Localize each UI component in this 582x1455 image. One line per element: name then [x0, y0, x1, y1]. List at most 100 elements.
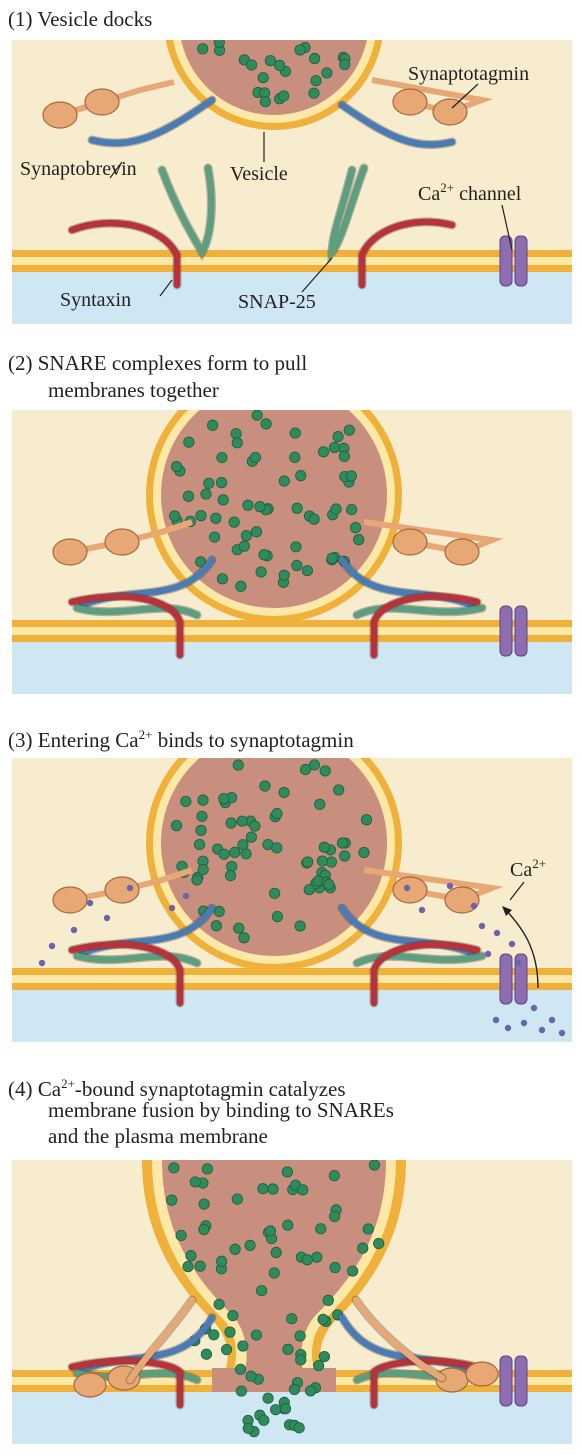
- snap25-right: [353, 952, 486, 967]
- panel1-title: (1) Vesicle docks: [8, 7, 153, 31]
- neurotransmitter-dot: [278, 90, 290, 102]
- neurotransmitter-dot: [271, 911, 283, 923]
- calcium-ion: [478, 922, 486, 930]
- neurotransmitter-dot: [238, 540, 250, 552]
- neurotransmitter-dot: [278, 569, 290, 581]
- neurotransmitter-dot: [347, 1265, 359, 1277]
- neurotransmitter-dot: [193, 838, 206, 851]
- neurotransmitter-dot: [215, 477, 228, 489]
- neurotransmitter-dot: [358, 846, 370, 859]
- calcium-ion: [484, 950, 492, 958]
- neurotransmitter-dot: [299, 763, 312, 776]
- panel4-diagram: [12, 1160, 572, 1444]
- synaptotagmin-right-c2-domain: [444, 886, 480, 914]
- neurotransmitter-dot: [338, 450, 351, 463]
- neurotransmitter-dot: [291, 559, 303, 572]
- calcium-ion: [126, 884, 134, 892]
- syntaxin-right: [370, 1357, 481, 1409]
- neurotransmitter-dot: [314, 798, 326, 810]
- neurotransmitter-dot: [216, 1255, 228, 1267]
- neurotransmitter-dot: [313, 1359, 325, 1372]
- neurotransmitter-dot: [197, 794, 209, 806]
- neurotransmitter-dot: [195, 556, 207, 568]
- ca-channel: [499, 953, 528, 1005]
- panel4-title-line3: and the plasma membrane: [48, 1124, 268, 1148]
- neurotransmitter-dot: [250, 526, 263, 538]
- calcium-ion: [520, 1019, 528, 1027]
- neurotransmitter-dot: [308, 513, 320, 525]
- neurotransmitter-dot: [218, 793, 230, 805]
- neurotransmitter-dot: [250, 1329, 262, 1341]
- ca-channel-right: [514, 235, 528, 287]
- neurotransmitter-dot: [349, 522, 362, 534]
- synaptotagmin-right-c2-domain: [392, 876, 428, 904]
- neurotransmitter-dot: [258, 549, 270, 561]
- calcium-ion: [446, 882, 454, 890]
- neurotransmitter-dot: [208, 1329, 220, 1341]
- neurotransmitter-dot: [200, 488, 212, 500]
- neurotransmitter-dot: [231, 437, 243, 449]
- panel3-title-sup: 2+: [138, 727, 153, 742]
- ca-entry-arrow: [505, 909, 539, 989]
- synaptotagmin-left-c2-domain: [84, 88, 120, 116]
- neurotransmitter-dot: [216, 573, 229, 585]
- calcium-ion: [493, 929, 501, 937]
- neurotransmitter-dot: [259, 780, 271, 792]
- neurotransmitter-dot: [329, 1261, 341, 1274]
- neurotransmitter-dot: [237, 839, 249, 851]
- neurotransmitter-dot: [255, 566, 267, 578]
- neurotransmitter-dot: [294, 44, 306, 56]
- neurotransmitter-dot: [308, 87, 320, 99]
- ca-channel: [499, 605, 528, 657]
- neurotransmitter-dot: [279, 1403, 292, 1415]
- calcium-ion: [38, 959, 46, 967]
- neurotransmitter-dot: [228, 516, 240, 528]
- neurotransmitter-dot: [271, 842, 283, 854]
- neurotransmitter-dot: [226, 860, 238, 873]
- synaptotagmin-left-c2-domain: [52, 886, 88, 914]
- panel4-title-line2: membrane fusion by binding to SNAREs: [48, 1098, 394, 1122]
- neurotransmitter-dot: [218, 848, 230, 860]
- calcium-ion: [103, 914, 111, 922]
- proteins: [67, 1295, 499, 1410]
- neurotransmitter-dot: [200, 1348, 213, 1360]
- neurotransmitter-dot: [183, 436, 195, 448]
- snap25-left: [158, 164, 215, 259]
- neurotransmitter-dot: [304, 1385, 317, 1397]
- label-ca-channel: Ca2+ channel: [418, 180, 522, 205]
- syntaxin-left: [68, 593, 184, 659]
- calcium-ion: [538, 1026, 546, 1034]
- neurotransmitter-dot: [189, 1176, 201, 1188]
- neurotransmitter-dot: [233, 922, 245, 934]
- ca-channel-right: [514, 953, 528, 1005]
- snap25-left: [73, 952, 201, 967]
- vesicle: [146, 410, 402, 623]
- neurotransmitter-dot: [216, 451, 228, 464]
- neurotransmitter-dot: [291, 502, 303, 514]
- neurotransmitter-dot: [301, 1254, 313, 1266]
- neurotransmitter-dot: [316, 855, 329, 867]
- neurotransmitter-dot: [257, 1183, 269, 1195]
- neurotransmitter-dot: [302, 856, 314, 868]
- neurotransmitter-dot: [321, 67, 333, 79]
- neurotransmitter-dot: [315, 1223, 327, 1235]
- neurotransmitter-dot: [297, 1184, 309, 1196]
- neurotransmitter-dot: [213, 40, 225, 48]
- synaptotagmin-left-c2-domain: [42, 101, 78, 129]
- neurotransmitter-dot: [269, 887, 281, 899]
- neurotransmitter-dot: [245, 831, 257, 843]
- neurotransmitter-dot: [288, 1383, 301, 1396]
- neurotransmitter-dot: [353, 534, 365, 546]
- neurotransmitter-dot: [336, 837, 349, 849]
- panel4-title-pre: (4) Ca: [8, 1077, 62, 1101]
- panel3-title: (3) Entering Ca2+ binds to synaptotagmin: [8, 722, 354, 753]
- synaptotagmin-left-c2-domain: [52, 538, 88, 566]
- neurotransmitter-dot: [230, 428, 242, 440]
- neurotransmitter-dot: [303, 884, 315, 896]
- neurotransmitter-dot: [213, 905, 225, 918]
- membrane-core: [12, 975, 572, 983]
- neurotransmitter-dot: [281, 1166, 293, 1178]
- vesicle-lumen: [181, 40, 367, 115]
- neurotransmitter-dot: [170, 461, 183, 473]
- proteins: [52, 519, 504, 660]
